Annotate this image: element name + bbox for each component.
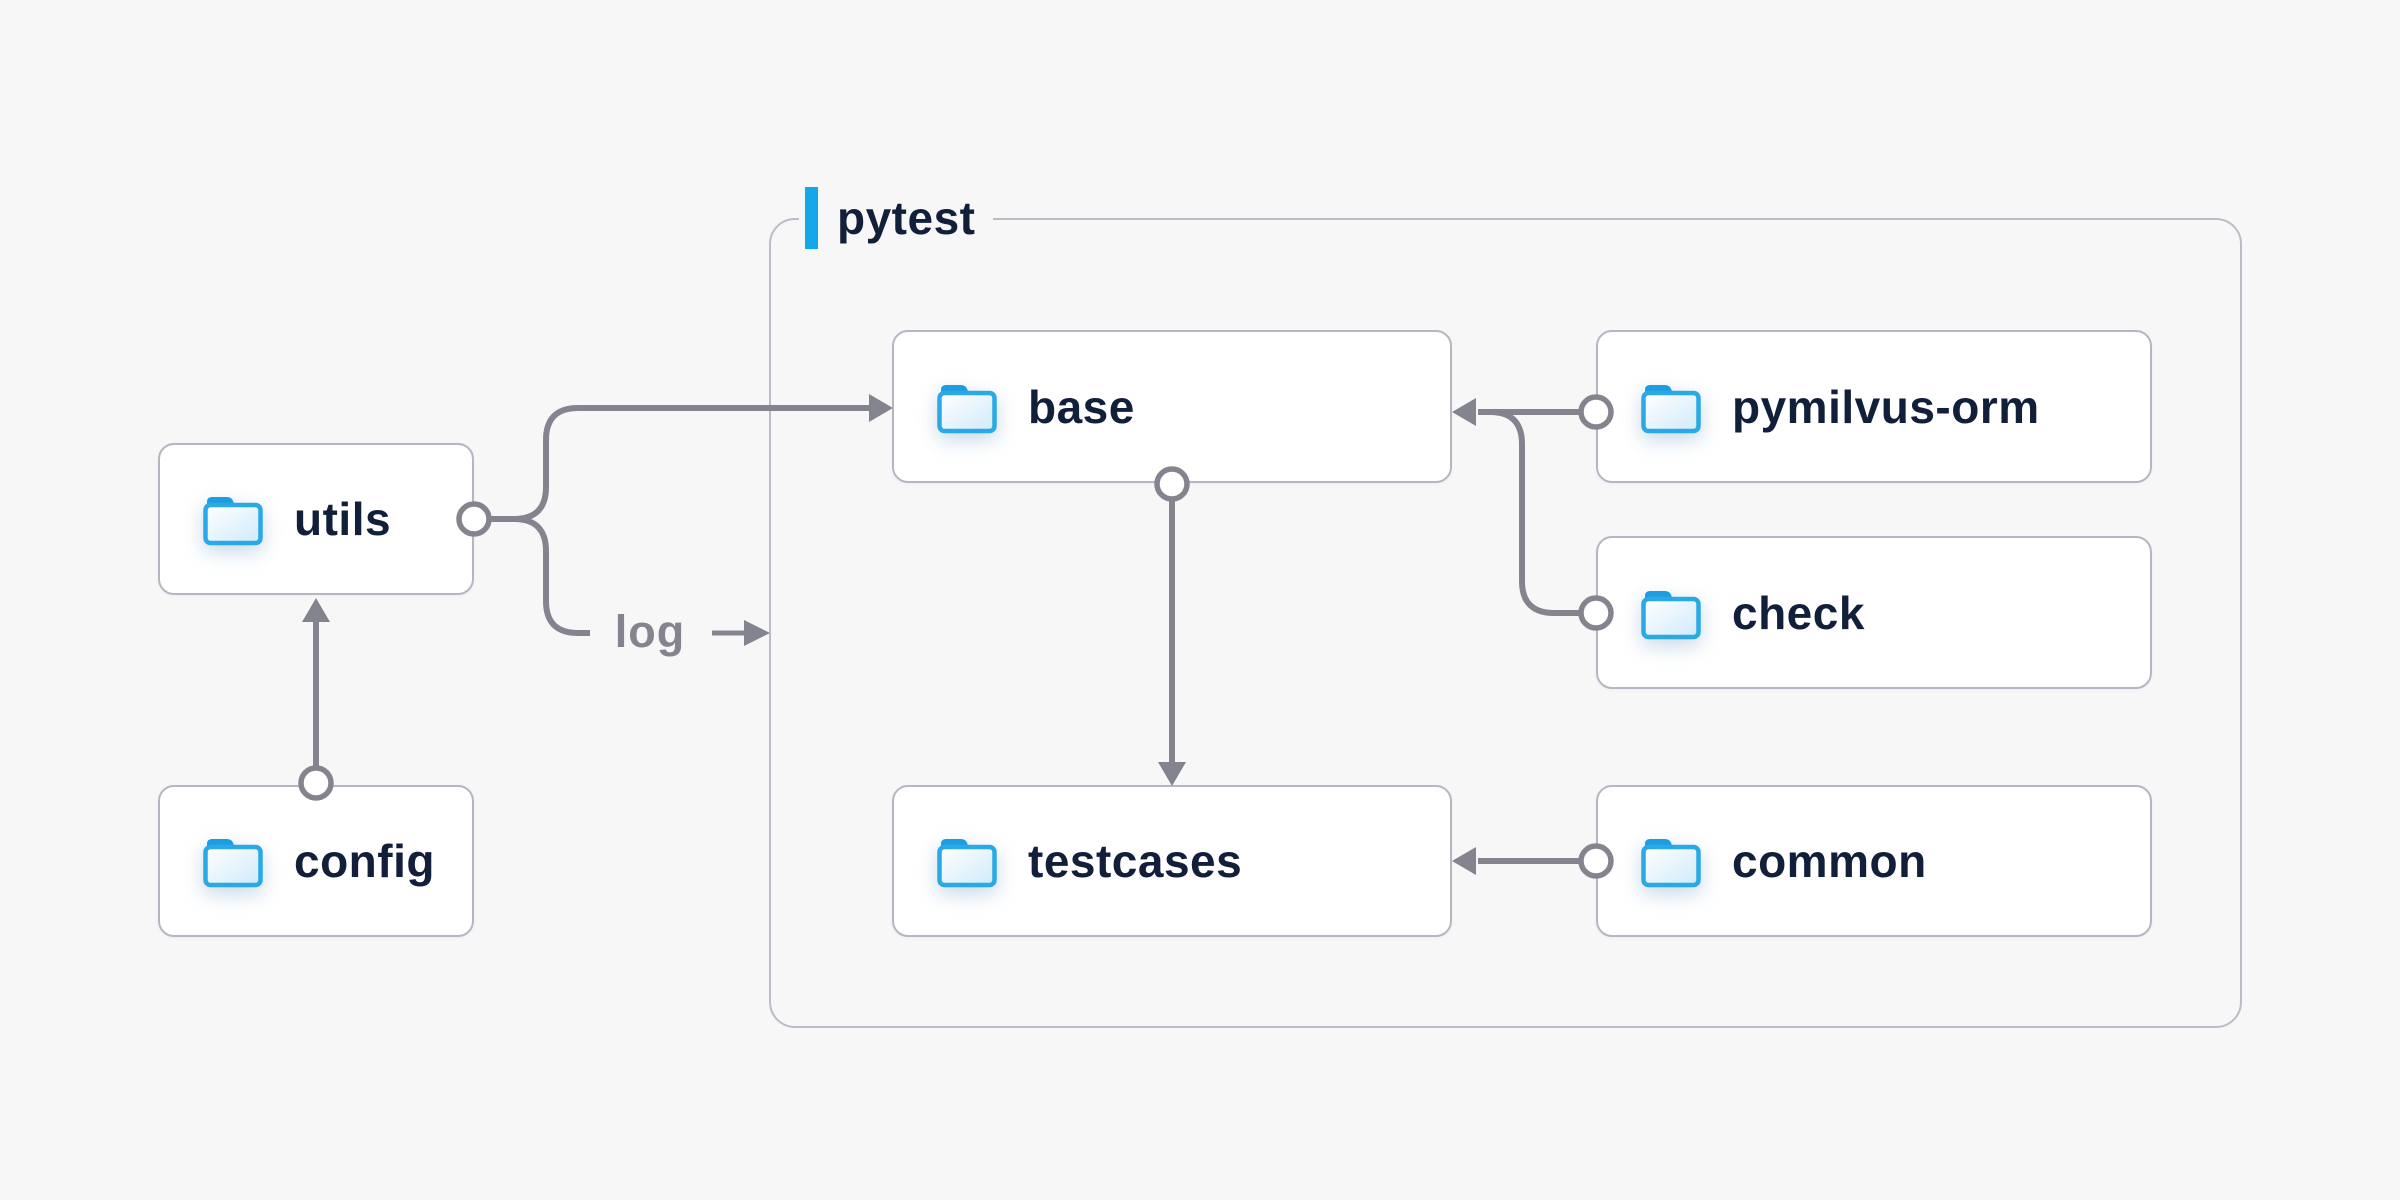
edge-label-log: log (614, 605, 686, 657)
folder-icon (200, 490, 266, 548)
node-utils: utils (158, 443, 474, 595)
node-label: check (1732, 586, 1865, 639)
pytest-group-label: pytest (799, 181, 994, 255)
folder-icon (1638, 378, 1704, 436)
pytest-group-box (769, 218, 2242, 1028)
node-label: base (1028, 380, 1135, 433)
group-title: pytest (837, 192, 976, 244)
folder-icon (1638, 832, 1704, 890)
folder-icon (934, 378, 1000, 436)
node-testcases: testcases (892, 785, 1452, 937)
node-label: common (1732, 835, 1927, 887)
arrowhead-config-utils (302, 598, 330, 622)
node-label: utils (294, 493, 392, 545)
edge-utils-log (513, 516, 590, 636)
node-config: config (158, 785, 474, 937)
node-label: config (294, 835, 435, 887)
node-common: common (1596, 785, 2152, 937)
arrowhead-log-group (744, 620, 770, 646)
node-pymilvus-orm: pymilvus-orm (1596, 330, 2152, 483)
accent-bar (805, 187, 818, 249)
node-label: pymilvus-orm (1732, 380, 2040, 433)
folder-icon (1638, 584, 1704, 642)
node-base: base (892, 330, 1452, 483)
node-check: check (1596, 536, 2152, 689)
folder-icon (934, 832, 1000, 890)
node-label: testcases (1028, 835, 1243, 887)
folder-icon (200, 832, 266, 890)
